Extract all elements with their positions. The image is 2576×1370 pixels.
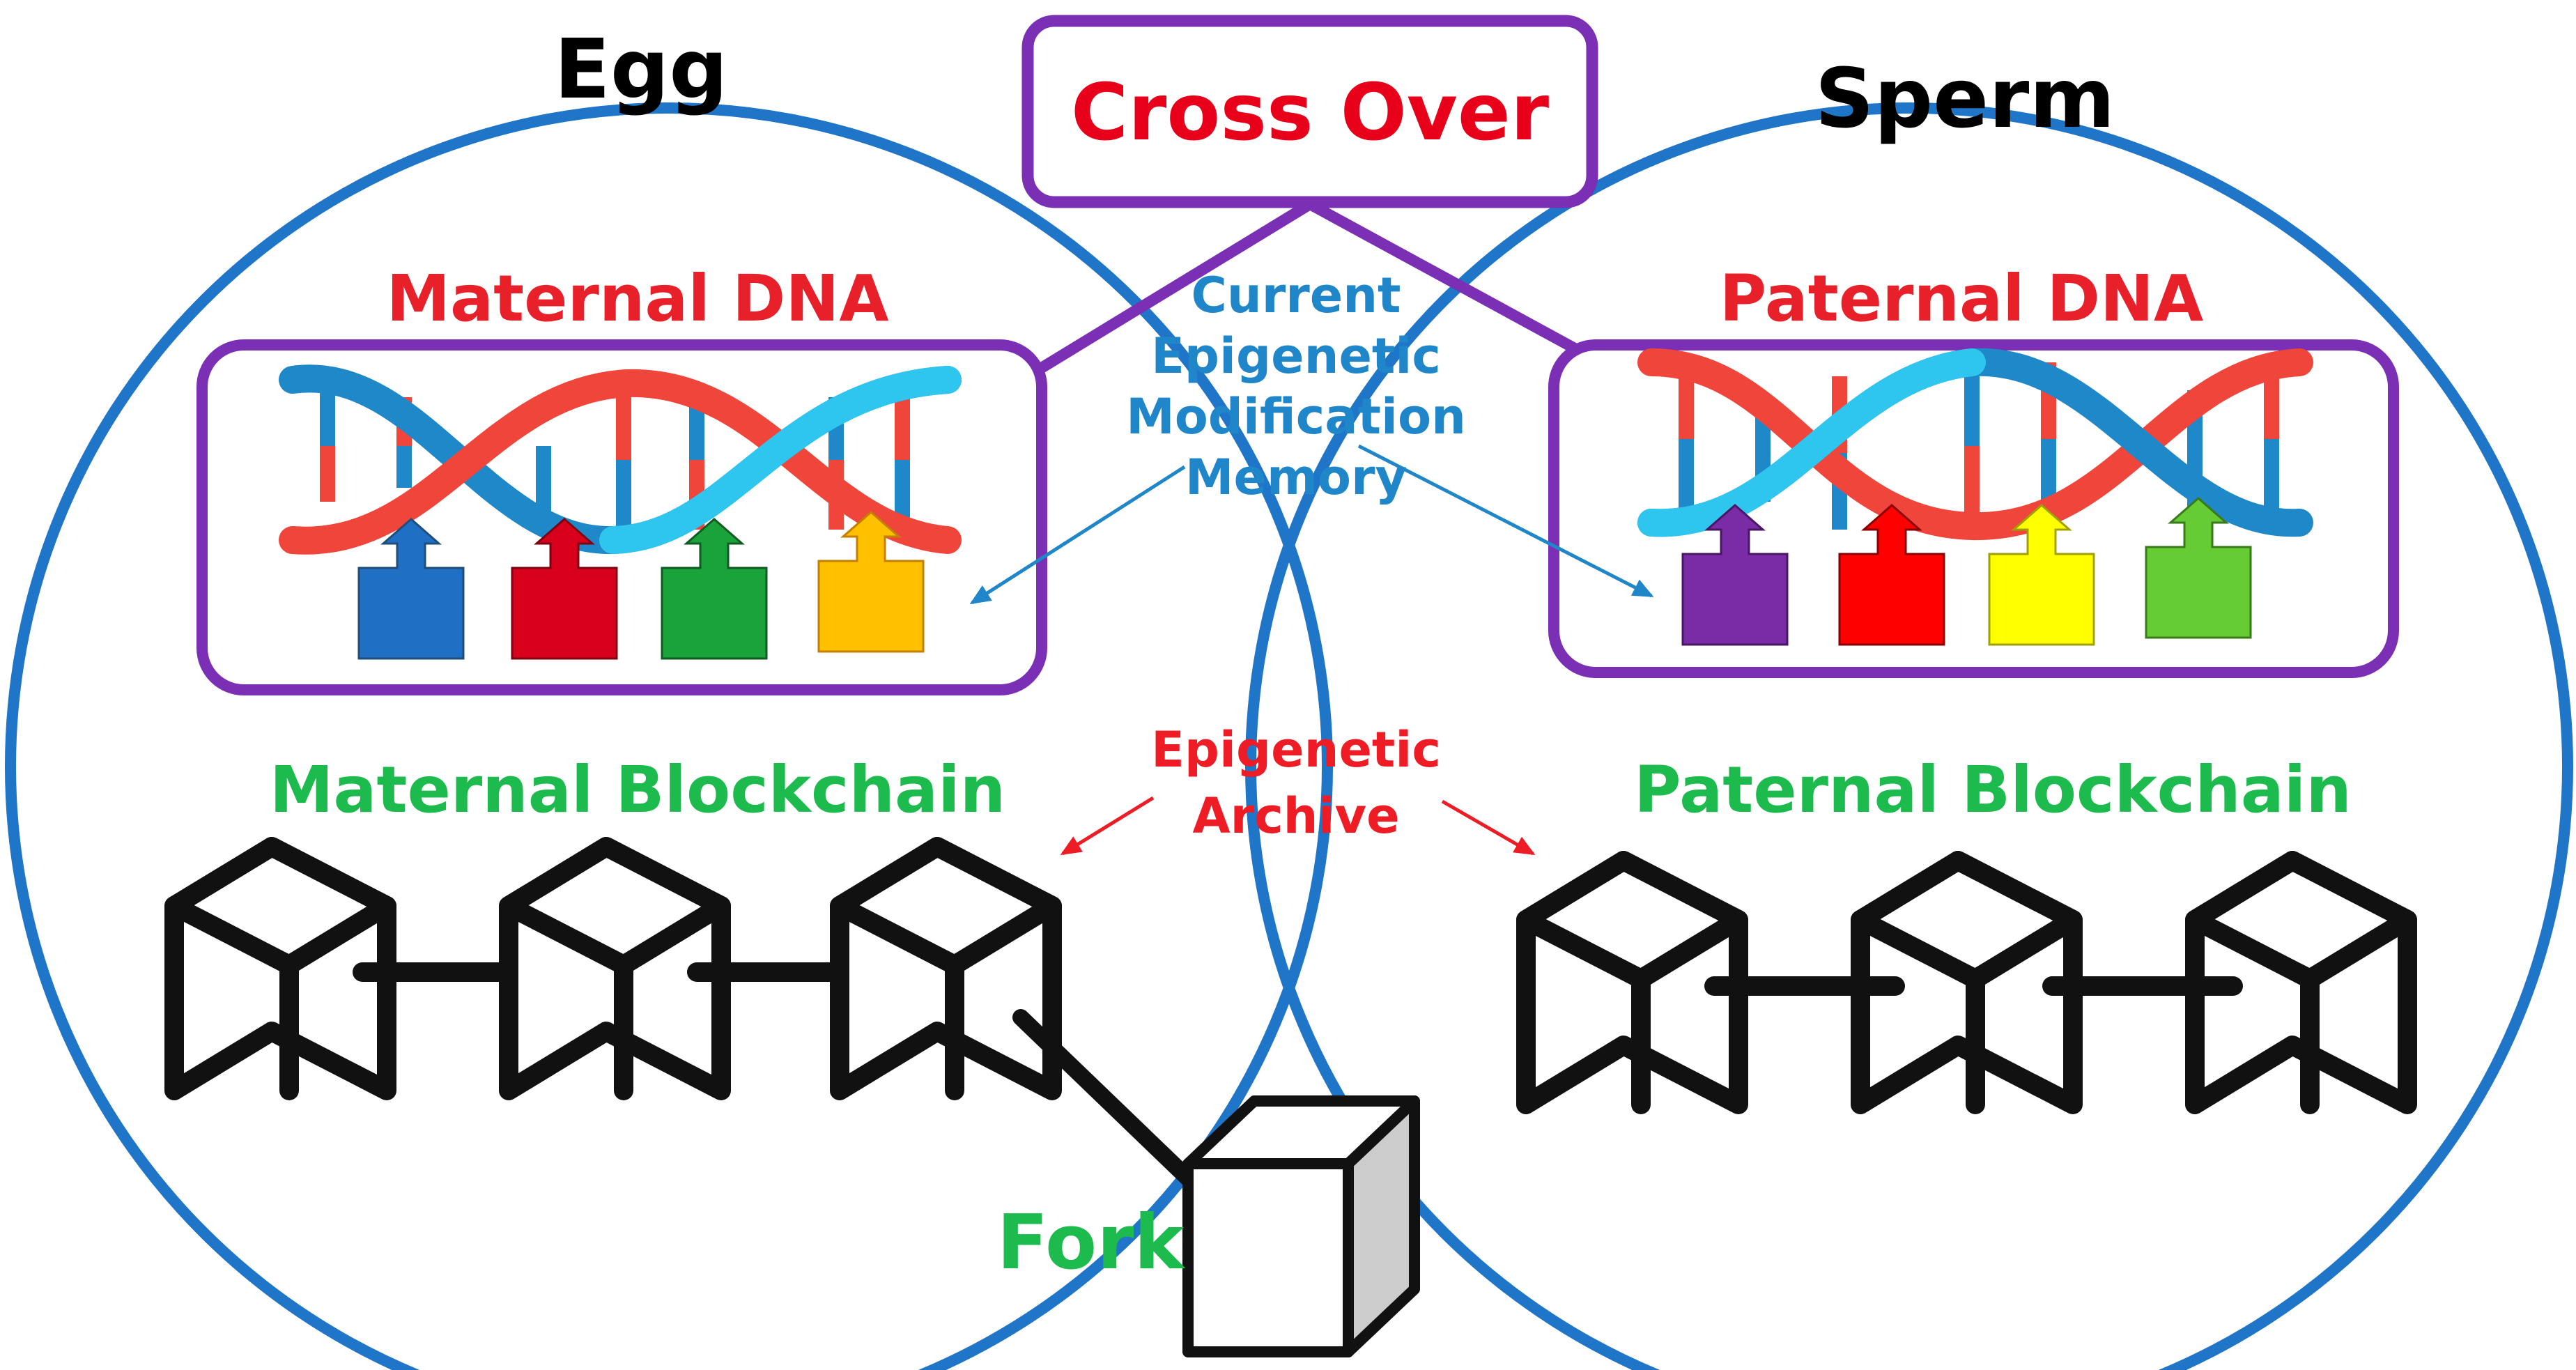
memory-label-line: Modification	[1126, 388, 1466, 445]
block-cube-icon	[1516, 851, 1748, 1114]
paternal-marker	[1838, 504, 1945, 646]
memory-label-line: Epigenetic	[1151, 328, 1441, 385]
maternal-marker	[357, 518, 465, 660]
maternal-marker	[661, 518, 768, 660]
paternal-dna-helix	[1637, 348, 2313, 541]
fork-link	[1012, 1009, 1214, 1203]
paternal-marker	[1681, 504, 1789, 646]
block-cube-icon	[830, 837, 1062, 1100]
sperm-circle	[1245, 102, 2573, 1370]
sperm-title: Sperm	[1815, 50, 2115, 146]
paternal-blockchain-label: Paternal Blockchain	[1634, 753, 2352, 827]
memory-label: Current Epigenetic Modification Memory	[1126, 267, 1466, 506]
maternal-dna-label: Maternal DNA	[386, 261, 888, 336]
block-cube-icon	[2185, 851, 2417, 1114]
memory-arrow-left	[969, 465, 1186, 605]
archive-label-line: Epigenetic	[1151, 721, 1441, 778]
egg-title: Egg	[554, 21, 728, 117]
paternal-dna-panel	[1548, 339, 2399, 678]
paternal-dna-label: Paternal DNA	[1720, 261, 2204, 336]
fork-block-cube-icon	[1182, 1095, 1420, 1357]
block-cube-icon	[499, 837, 731, 1100]
memory-label-line: Current	[1191, 267, 1401, 324]
maternal-marker	[817, 511, 925, 653]
archive-arrow-right	[1441, 799, 1536, 856]
archive-label: Epigenetic Archive	[1151, 721, 1441, 845]
maternal-marker	[511, 518, 618, 660]
maternal-epigenetic-markers	[357, 511, 925, 660]
block-cube-icon	[164, 837, 396, 1100]
cross-over-title: Cross Over	[1071, 68, 1549, 158]
paternal-marker	[2145, 497, 2252, 639]
memory-arrow-right	[1357, 444, 1654, 598]
block-cube-icon	[1851, 851, 2083, 1114]
paternal-epigenetic-markers	[1681, 497, 2252, 646]
cross-over-connector-right	[1307, 199, 1578, 354]
maternal-blockchain-label: Maternal Blockchain	[270, 753, 1005, 827]
archive-label-line: Archive	[1192, 787, 1399, 845]
maternal-blockchain	[164, 837, 1062, 1100]
cross-over-box	[1021, 15, 1598, 208]
paternal-marker	[1988, 504, 2095, 646]
maternal-dna-helix	[279, 364, 962, 555]
memory-label-line: Memory	[1185, 449, 1407, 506]
fork-label: Fork	[997, 1199, 1186, 1286]
paternal-blockchain	[1516, 851, 2417, 1114]
archive-arrow-left	[1060, 796, 1155, 856]
cross-over-connector-left	[1024, 199, 1313, 381]
egg-circle	[5, 102, 1333, 1370]
